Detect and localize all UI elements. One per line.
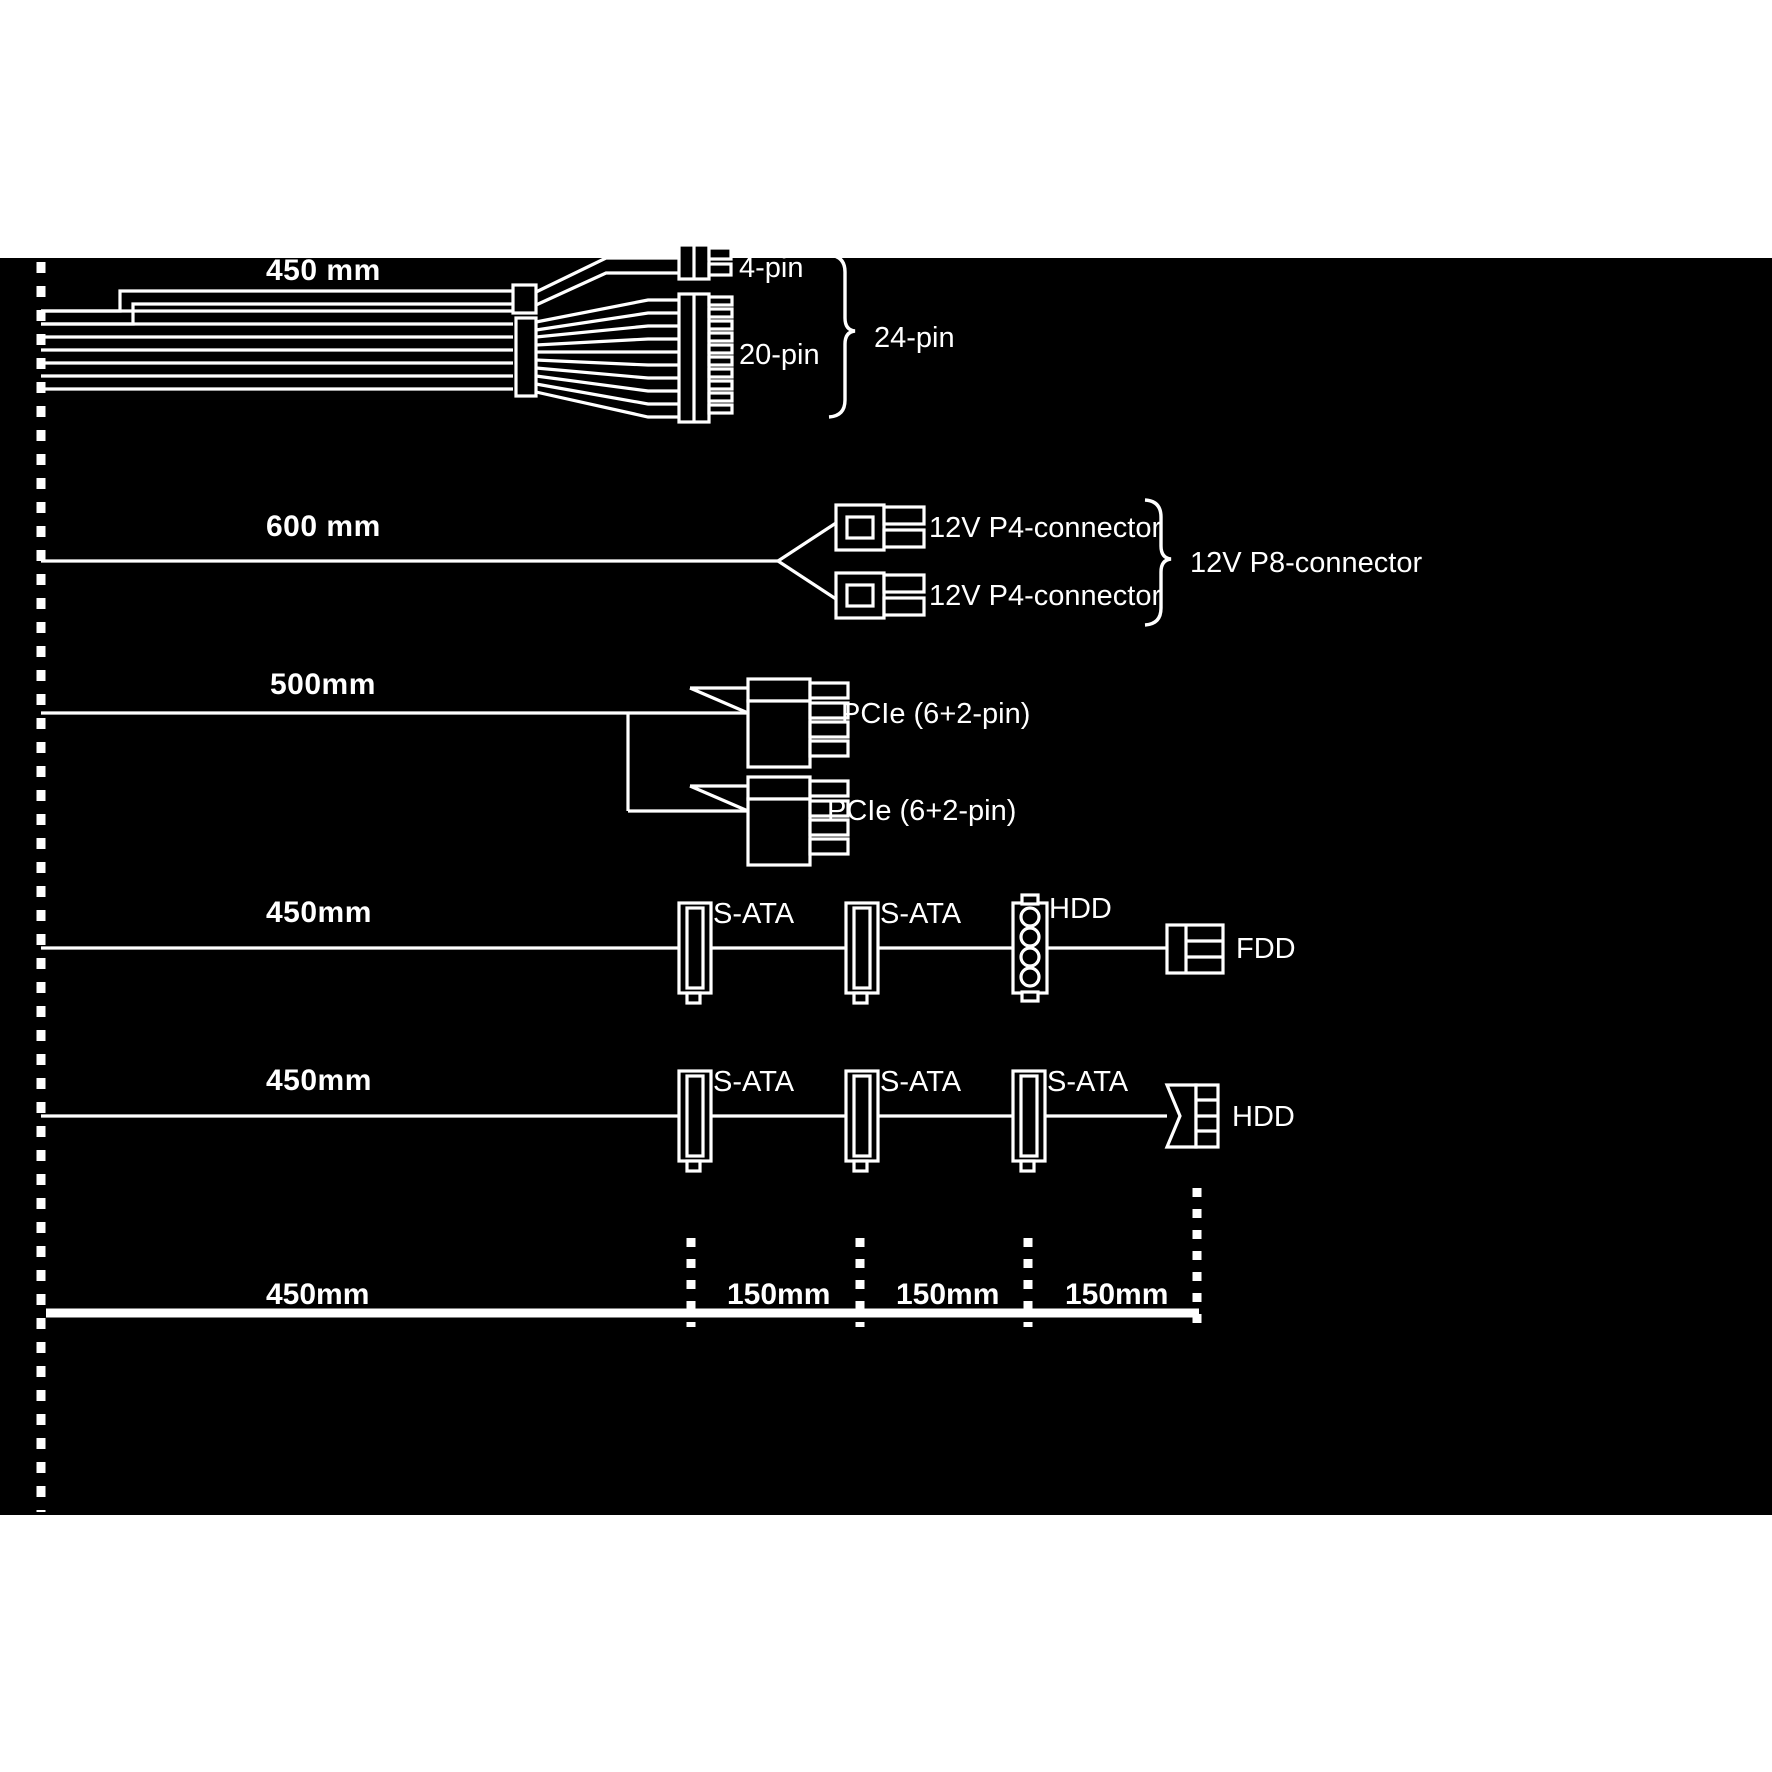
row4-fdd-connector — [1165, 923, 1225, 975]
atx-20pin-fanout-8 — [535, 374, 681, 393]
eps-branch-upper — [777, 521, 837, 563]
atx-branch-wire-1 — [41, 289, 513, 313]
cable-1-connector-1-label: 4-pin — [739, 252, 804, 284]
brace-24pin — [828, 253, 856, 419]
cable-3-connector-1-label: PCIe (6+2-pin) — [841, 698, 1031, 730]
atx-20pin-fanout-6 — [535, 358, 681, 367]
pcie-lower-2pin-diagonal — [689, 784, 749, 813]
pcie-lower-2pin-block — [746, 775, 812, 801]
eps-branch-lower — [777, 559, 837, 601]
row4-molex-female-connector — [1011, 893, 1049, 1003]
diagram-canvas — [0, 258, 1772, 1515]
cable-1-length-label: 450 mm — [266, 254, 381, 287]
cable-5-connector-4-label: HDD — [1232, 1101, 1295, 1133]
pcie-upper-2pin-block — [746, 677, 812, 703]
p4-lower-body — [834, 571, 886, 620]
row5-sata-connector-1 — [677, 1069, 713, 1173]
row5-sata-connector-2 — [844, 1069, 880, 1173]
atx-4pin-fanout-2 — [535, 271, 681, 307]
scale-segment-1-label: 450mm — [266, 1278, 370, 1311]
atx-4pin-pin-1 — [707, 246, 733, 261]
p4-upper-pin-2 — [882, 528, 926, 549]
p4-upper-pin-1 — [882, 505, 926, 526]
pcie-upper-2pin-diagonal — [689, 686, 749, 715]
cable-2-connector-1-label: 12V P4-connector — [929, 512, 1162, 544]
pcie-upper-pin-group — [808, 681, 850, 758]
cable-2-bracket-label: 12V P8-connector — [1190, 547, 1423, 579]
scale-segment-4-label: 150mm — [1065, 1278, 1169, 1311]
cable-4-connector-1-label: S-ATA — [713, 898, 795, 930]
atx-4pin-fanout-1 — [535, 256, 681, 294]
cable-2-connector-2-label: 12V P4-connector — [929, 580, 1162, 612]
p4-lower-pin-2 — [882, 596, 926, 617]
brace-12v-p8 — [1144, 498, 1172, 627]
atx-branch-wire-2 — [41, 302, 513, 326]
cable-2-length-label: 600 mm — [266, 510, 381, 543]
pcie-lower-6pin-body — [746, 797, 812, 867]
atx-20pin-fanout-2 — [535, 311, 681, 332]
atx-20pin-fanout-10 — [535, 390, 681, 419]
atx-20pin-fanout-9 — [535, 382, 681, 406]
cable-3-connector-2-label: PCIe (6+2-pin) — [827, 795, 1017, 827]
cable-4-connector-2-label: S-ATA — [880, 898, 962, 930]
cable-4-connector-4-label: FDD — [1236, 933, 1296, 965]
scale-segment-3-label: 150mm — [896, 1278, 1000, 1311]
atx-20pin-sleeve — [514, 316, 538, 398]
atx-4pin-pin-2 — [707, 262, 733, 277]
atx-20pin-fanout-4 — [535, 337, 681, 347]
atx-20pin-pin-group — [707, 295, 734, 415]
cable-5-connector-2-label: S-ATA — [880, 1066, 962, 1098]
atx-20pin-fanout-3 — [535, 324, 681, 339]
pcie-upper-6pin-body — [746, 699, 812, 769]
p4-lower-inner — [845, 583, 875, 608]
row4-sata-connector-2 — [844, 901, 880, 1005]
scale-segment-2-label: 150mm — [727, 1278, 831, 1311]
cable-1-bracket-label: 24-pin — [874, 322, 955, 354]
row5-molex-male-connector — [1164, 1083, 1220, 1149]
cable-4-connector-3-label: HDD — [1049, 893, 1112, 925]
row4-sata-connector-1 — [677, 901, 713, 1005]
cable-5-connector-3-label: S-ATA — [1047, 1066, 1129, 1098]
cable-3-length-label: 500mm — [270, 668, 376, 701]
cable-5-length-label: 450mm — [266, 1064, 372, 1097]
cable-4-length-label: 450mm — [266, 896, 372, 929]
pcie-lower-pin-group — [808, 779, 850, 856]
atx-4pin-sleeve — [511, 283, 538, 315]
p4-upper-inner — [845, 515, 875, 540]
row5-sata-connector-3 — [1011, 1069, 1047, 1173]
cable-5-connector-1-label: S-ATA — [713, 1066, 795, 1098]
atx-20pin-fanout-1 — [535, 298, 681, 324]
p4-lower-pin-1 — [882, 573, 926, 594]
atx-20pin-fanout-7 — [535, 366, 681, 380]
cable-1-connector-2-label: 20-pin — [739, 339, 820, 371]
